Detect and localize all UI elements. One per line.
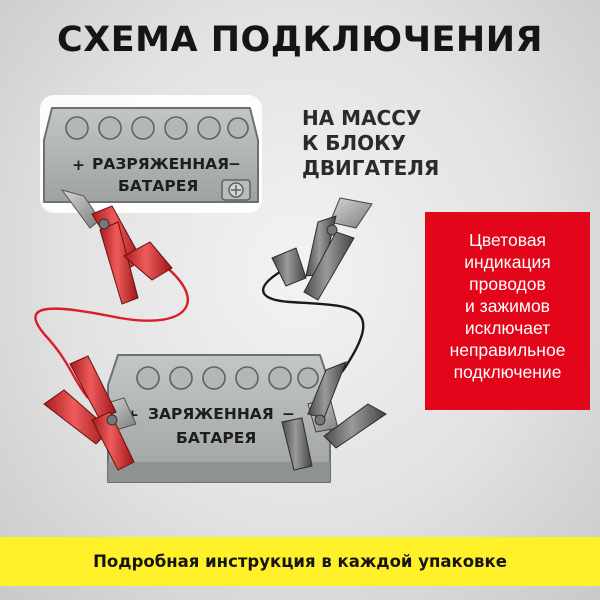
positive-cable	[34, 261, 189, 399]
minus-sign: −	[282, 405, 295, 423]
ground-label-line: ДВИГАТЕЛЯ	[302, 156, 440, 180]
cell-caps	[136, 366, 319, 390]
battery-label-line1: ЗАРЯЖЕННАЯ	[148, 405, 274, 423]
plus-sign: +	[72, 156, 85, 174]
gray-clamp-top	[271, 197, 373, 301]
info-line: проводов	[469, 274, 546, 294]
charged-battery: + ЗАРЯЖЕННАЯ − БАТАРЕЯ	[107, 354, 331, 483]
cell-caps	[65, 116, 249, 140]
footer-banner: Подробная инструкция в каждой упаковке	[0, 537, 600, 586]
info-line: и зажимов	[465, 296, 550, 316]
color-coding-info-box: Цветовая индикация проводов и зажимов ис…	[425, 212, 590, 410]
red-clamp-bottom	[43, 355, 137, 471]
discharged-battery: + РАЗРЯЖЕННАЯ − БАТАРЕЯ	[40, 95, 262, 213]
ground-label-line: К БЛОКУ	[302, 131, 406, 155]
info-line: индикация	[464, 252, 551, 272]
gray-clamp-bottom	[281, 361, 387, 471]
info-line: исключает	[464, 318, 551, 338]
info-line: неправильное	[449, 340, 566, 360]
battery-label-line1: РАЗРЯЖЕННАЯ	[92, 155, 229, 173]
negative-terminal	[221, 179, 251, 201]
info-line: Цветовая	[468, 230, 547, 250]
battery-label-line2: БАТАРЕЯ	[176, 429, 256, 447]
page-title: СХЕМА ПОДКЛЮЧЕНИЯ	[57, 20, 543, 60]
ground-label-line: НА МАССУ	[302, 106, 422, 130]
red-clamp-top	[60, 189, 173, 305]
minus-sign: −	[228, 155, 241, 173]
negative-cable	[261, 268, 365, 373]
info-line: подключение	[453, 362, 562, 382]
ground-connection-label: НА МАССУ К БЛОКУ ДВИГАТЕЛЯ	[302, 106, 439, 181]
battery-label-line2: БАТАРЕЯ	[118, 177, 198, 195]
